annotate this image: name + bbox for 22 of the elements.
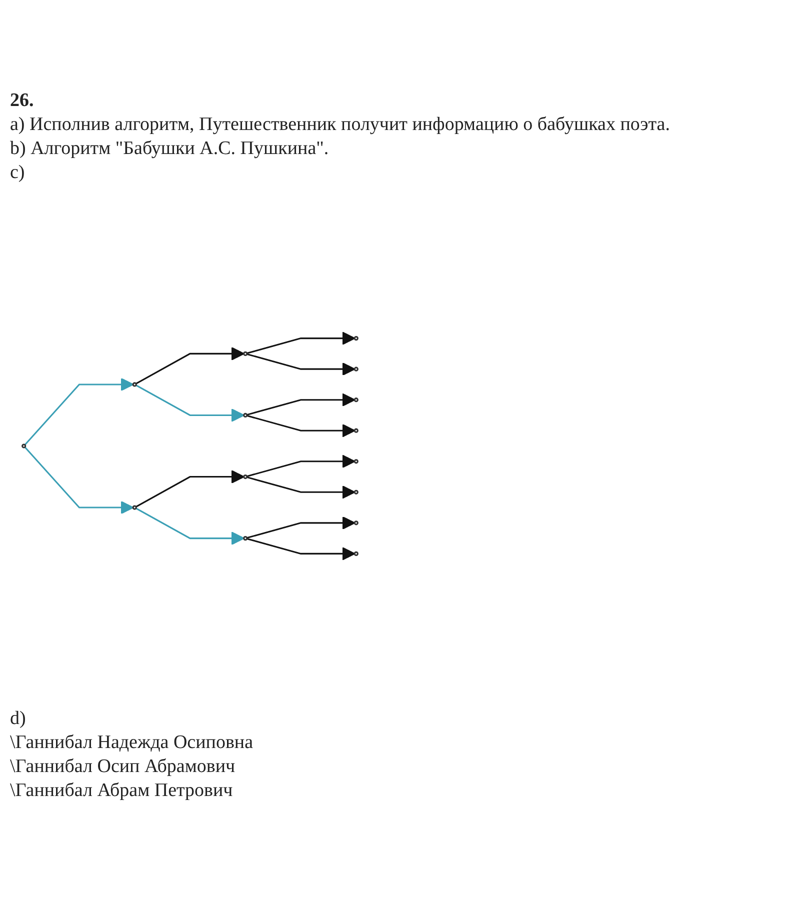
arrow [136,508,244,546]
task-text: b) Алгоритм "Бабушки А.С. Пушкина". [10,138,330,160]
answer-text: \Ганнибал Осип Абрамович [10,756,236,778]
arrow [246,353,356,376]
arrow [136,346,244,384]
arrow [246,476,356,499]
task-text: c) [10,162,26,184]
answer-text: d) [10,708,27,730]
arrow [246,414,356,438]
arrow [136,470,244,508]
answer-text: \Ганнибал Надежда Осиповна [10,732,254,754]
arrow [24,378,134,446]
arrow [246,538,356,560]
task-number: 26. [10,90,35,112]
answer-text: \Ганнибал Абрам Петрович [10,780,234,802]
arrow [246,516,356,539]
arrow [246,332,356,354]
arrow [246,393,356,416]
arrow [24,446,134,514]
arrow [246,454,356,478]
task-text: а) Исполнив алгоритм, Путешественник получит информацию о бабушках поэта. [10,114,671,136]
arrow [136,384,244,422]
